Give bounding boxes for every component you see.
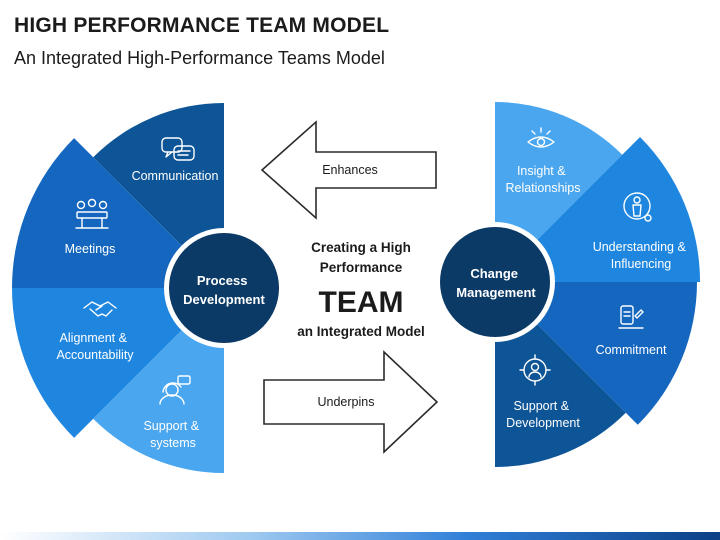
left-hub: Process Development [164,228,284,348]
left-hub-label: Process Development [183,273,265,307]
right-label-commitment-line1: Commitment [596,343,667,357]
left-label-communication-line1: Communication [132,169,219,183]
right-hub-line2: Management [456,285,536,300]
right-label-support-development: Support & Development [506,399,580,430]
page-title: HIGH PERFORMANCE TEAM MODEL [14,14,390,37]
left-segment-alignment [12,288,224,438]
eye-insight-icon [527,127,555,148]
left-label-meetings: Meetings [65,242,116,256]
meeting-icon [75,198,109,229]
center-line4: an Integrated Model [297,324,425,339]
right-label-support-development-line1: Support & [513,399,569,413]
right-segment-commitment [495,282,697,425]
left-segment-meetings [12,138,224,288]
left-label-meetings-line1: Meetings [65,242,116,256]
gear-person-icon [519,354,551,386]
right-hub-line1: Change [470,266,518,281]
right-label-understanding-line1: Understanding & [593,240,687,254]
left-label-support-line1: Support & [143,419,199,433]
right-hub-label: Change Management [456,266,536,300]
left-label-support: Support & systems [143,419,202,450]
left-label-alignment: Alignment & Accountability [56,331,134,362]
right-label-insight-line1: Insight & [517,164,566,178]
center-line2: Performance [320,260,403,275]
right-label-understanding: Understanding & Influencing [593,240,690,271]
left-label-communication: Communication [132,169,219,183]
underpins-arrow: Underpins [263,350,439,454]
page-subtitle: An Integrated High-Performance Teams Mod… [14,48,385,68]
center-team: TEAM [319,286,404,319]
person-target-icon [623,192,652,222]
enhances-arrow: Enhances [260,120,437,220]
left-label-alignment-line2: Accountability [56,348,134,362]
left-hub-line1: Process [197,273,248,288]
footer-gradient-bar [0,532,720,540]
right-label-commitment: Commitment [596,343,667,357]
right-hub: Change Management [435,222,555,342]
left-label-alignment-line1: Alignment & [60,331,128,345]
chat-bubbles-icon [161,137,195,161]
right-segment-understanding [495,137,700,282]
center-line1: Creating a High [311,240,411,255]
left-label-support-line2: systems [150,436,196,450]
support-agent-icon [159,375,191,405]
enhances-label: Enhances [322,163,378,177]
left-hub-line2: Development [183,292,265,307]
right-label-support-development-line2: Development [506,416,580,430]
pledge-icon [618,305,644,329]
right-label-understanding-line2: Influencing [611,257,672,271]
center-text-block: Creating a High Performance TEAM an Inte… [297,240,425,339]
right-label-insight-line2: Relationships [505,181,580,195]
right-label-insight: Insight & Relationships [505,164,580,195]
underpins-label: Underpins [318,395,375,409]
handshake-icon [83,301,117,317]
